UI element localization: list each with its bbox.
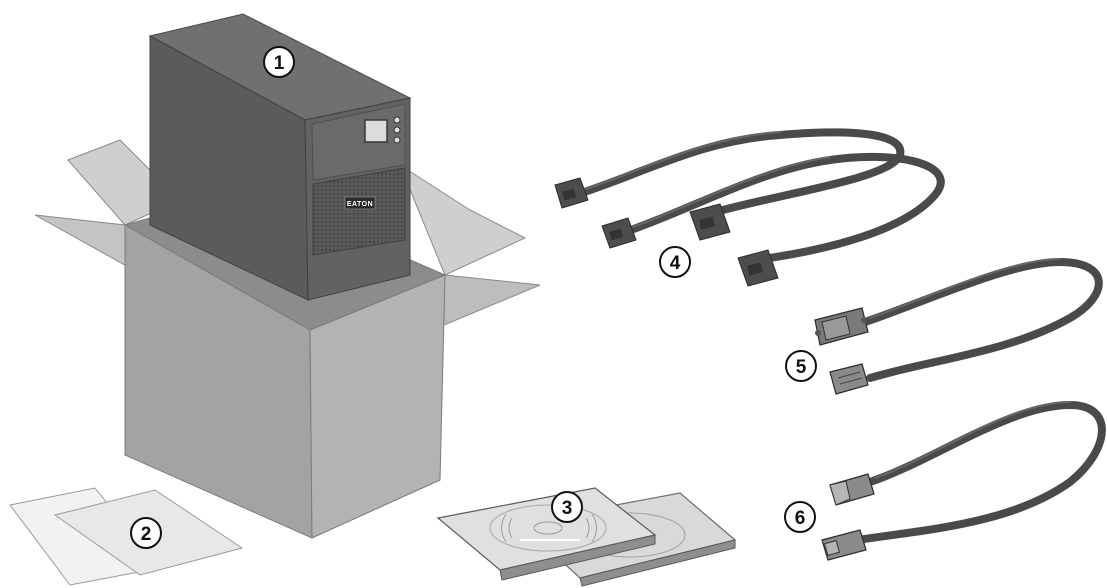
box-right-face — [309, 274, 446, 539]
callout-1: 1 — [263, 46, 295, 78]
cd-disc-icon — [489, 504, 607, 552]
ups-button-icon — [393, 126, 401, 134]
usb-a-connector-icon — [829, 473, 875, 506]
serial-cable-cord — [861, 258, 1103, 382]
power-plug-icon — [554, 177, 589, 209]
power-plug-icon — [737, 249, 779, 287]
callout-4: 4 — [659, 246, 691, 278]
shipping-box-front — [34, 214, 541, 539]
ups-button-icon — [393, 136, 401, 144]
power-cords — [554, 128, 945, 287]
usb-cable-cord — [854, 401, 1106, 544]
svg-text:3: 3 — [562, 498, 573, 519]
ups-lcd-display — [364, 119, 388, 143]
svg-text:4: 4 — [670, 253, 681, 274]
software-cd-cases — [436, 487, 737, 587]
serial-connector-icon — [814, 307, 869, 346]
rj45-connector-icon — [829, 363, 869, 395]
ups-brand-text: EATON — [347, 201, 373, 208]
ups-front-grille — [312, 167, 406, 256]
usb-b-connector-icon — [821, 529, 867, 561]
svg-text:5: 5 — [796, 357, 807, 378]
documentation-sheets — [9, 487, 244, 586]
svg-text:1: 1 — [274, 53, 285, 74]
usb-cable — [821, 401, 1106, 561]
callout-6: 6 — [784, 501, 816, 533]
ups-brand-badge — [344, 196, 376, 210]
power-plug-icon — [601, 217, 637, 249]
svg-text:2: 2 — [141, 524, 152, 545]
svg-text:6: 6 — [795, 508, 806, 529]
serial-cable — [814, 258, 1103, 395]
power-cord — [621, 152, 945, 264]
ups-button-icon — [393, 116, 401, 124]
power-cord — [571, 128, 905, 219]
power-plug-icon — [689, 203, 731, 241]
callout-3: 3 — [551, 491, 583, 523]
callout-5: 5 — [785, 350, 817, 382]
callout-2: 2 — [130, 517, 162, 549]
box-flap-back-right — [398, 163, 527, 276]
